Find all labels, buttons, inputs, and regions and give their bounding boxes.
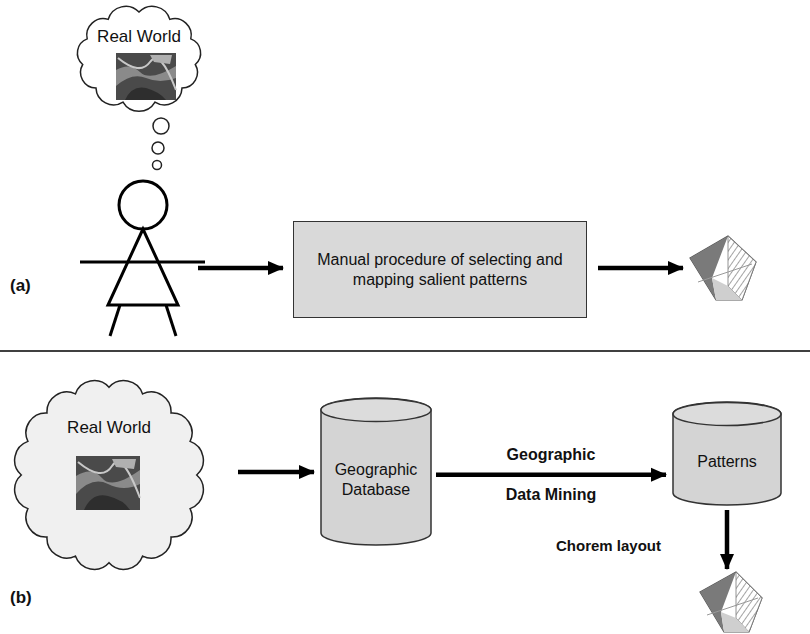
flow-connector	[238, 470, 314, 475]
chorem-area	[721, 612, 749, 632]
node-text: Real World	[97, 27, 181, 47]
process-box: Manual procedure of selecting and mappin…	[293, 221, 587, 318]
edge-label: Geographic Data Mining	[499, 435, 603, 515]
cloud-outline	[2, 368, 216, 582]
cloud-shape	[77, 6, 200, 111]
cylinder-body	[321, 398, 431, 545]
node-text: Manual procedure of selecting and mappin…	[308, 250, 572, 290]
cylinder-top	[673, 403, 781, 426]
chorem-line	[698, 264, 752, 282]
node-text: Geographic Database	[328, 460, 424, 500]
node-text: Real World	[67, 418, 151, 438]
cloud-outline	[72, 2, 206, 114]
flow-arrow	[725, 510, 730, 569]
thought-bubble	[153, 161, 162, 170]
figure-leg	[166, 305, 176, 336]
database-cylinder: Patterns	[672, 402, 782, 506]
divider-line	[0, 350, 810, 352]
thought-bubble	[153, 118, 169, 134]
flow-arrow	[198, 266, 283, 271]
chorem-line	[707, 598, 758, 615]
step-label: Chorem layout	[556, 537, 661, 554]
cylinder-top	[321, 399, 431, 422]
chorem-area	[712, 278, 742, 300]
part-label: (a)	[10, 276, 31, 296]
cloud-node: Real World	[72, 2, 206, 114]
part-label: (b)	[10, 588, 32, 608]
chorem-icon	[690, 236, 756, 300]
node-text: Patterns	[697, 452, 757, 472]
cloud-node: Real World	[2, 368, 216, 582]
figure-head	[119, 181, 167, 229]
figure-arms	[80, 261, 205, 264]
chorem-outline	[690, 236, 756, 300]
cloud-shape	[15, 381, 204, 570]
cylinder-body	[673, 402, 781, 505]
database-cylinder: Geographic Database	[320, 398, 432, 546]
thought-bubble	[152, 142, 164, 154]
figure-body	[108, 229, 178, 305]
flow-arrow	[598, 266, 683, 271]
chorem-icon	[700, 572, 762, 632]
chorem-outline	[700, 572, 762, 632]
flow-connector	[436, 473, 666, 478]
figure-leg	[110, 305, 120, 336]
